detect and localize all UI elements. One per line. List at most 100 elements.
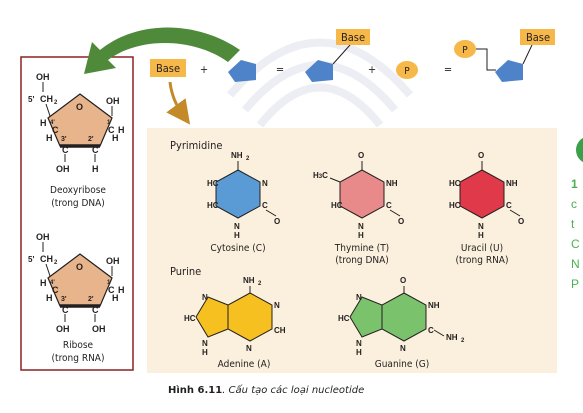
- glycosidic-bond-2: [522, 44, 533, 65]
- plus-sign-2: +: [368, 63, 376, 76]
- svg-text:2: 2: [461, 338, 465, 344]
- deoxyribose-sub: (trong DNA): [51, 198, 105, 209]
- svg-text:2': 2': [88, 136, 94, 143]
- svg-text:OH: OH: [56, 324, 70, 334]
- uracil-sub: (trong RNA): [456, 255, 509, 266]
- svg-text:N: N: [246, 344, 252, 353]
- svg-text:N: N: [478, 222, 484, 231]
- svg-text:O: O: [76, 262, 83, 272]
- watermark: [226, 38, 414, 128]
- side-letter-2: c: [571, 197, 577, 211]
- base-label-left: Base: [156, 62, 180, 75]
- glycosidic-bond: [332, 44, 351, 65]
- phosphate-label: P: [404, 66, 410, 77]
- svg-text:HC: HC: [184, 314, 196, 323]
- thymine-sub: (trong DNA): [335, 255, 389, 266]
- deoxyribose-name: Deoxyribose: [50, 185, 106, 196]
- svg-text:N: N: [202, 293, 208, 302]
- svg-text:O: O: [478, 151, 484, 160]
- svg-text:N: N: [274, 301, 280, 310]
- svg-text:OH: OH: [106, 256, 120, 266]
- svg-text:HC: HC: [449, 179, 461, 188]
- equals-sign-2: =: [444, 63, 452, 76]
- svg-text:5': 5': [28, 255, 34, 264]
- svg-text:H: H: [46, 133, 53, 143]
- svg-text:C: C: [262, 201, 268, 210]
- cytosine-ring: [215, 169, 261, 219]
- phosphate-circle-2: [454, 40, 476, 58]
- adenine-name: Adenine (A): [218, 359, 271, 370]
- svg-text:H: H: [112, 293, 119, 303]
- phosphate-label-2: P: [462, 45, 468, 56]
- svg-text:C: C: [386, 201, 392, 210]
- caption-text: . Cấu tạo các loại nucleotide: [222, 385, 365, 396]
- green-arrow: [84, 27, 240, 74]
- svg-text:OH: OH: [56, 164, 70, 174]
- svg-text:N: N: [262, 179, 268, 188]
- svg-text:H: H: [118, 125, 125, 135]
- svg-text:N: N: [356, 339, 362, 348]
- svg-text:C: C: [92, 145, 99, 155]
- caption-number: Hình 6.11: [168, 385, 223, 396]
- side-letter-5: N: [571, 257, 580, 271]
- guanine-ring-5: [349, 296, 383, 338]
- svg-text:C: C: [52, 285, 59, 295]
- svg-text:C: C: [108, 125, 115, 135]
- svg-text:N: N: [400, 344, 406, 353]
- base-label-right: Base: [526, 31, 550, 44]
- ribose-name: Ribose: [63, 340, 94, 351]
- svg-text:H: H: [202, 348, 208, 357]
- side-letter-4: C: [571, 237, 580, 251]
- svg-text:2: 2: [54, 260, 58, 266]
- svg-text:4': 4': [50, 120, 55, 126]
- svg-text:2: 2: [258, 281, 262, 287]
- purine-label: Purine: [170, 265, 201, 278]
- svg-text:H: H: [478, 231, 484, 240]
- deoxyribose-structure: OH 5' CH 2 O OH H 4' C 1' C H H 3' 2' H …: [28, 72, 125, 209]
- svg-text:CH: CH: [274, 326, 286, 335]
- side-text-column: 1 c t C N P: [571, 174, 583, 294]
- svg-text:5': 5': [28, 95, 34, 104]
- adenine-ring-5: [195, 296, 229, 338]
- svg-text:H: H: [358, 231, 364, 240]
- svg-text:4': 4': [50, 280, 55, 286]
- svg-text:NH: NH: [231, 151, 243, 160]
- svg-text:N: N: [356, 293, 362, 302]
- svg-text:NH: NH: [446, 333, 458, 342]
- uracil-name: Uracil (U): [461, 243, 503, 254]
- figure-caption: Hình 6.11. Cấu tạo các loại nucleotide: [168, 385, 468, 396]
- ribose-sub: (trong RNA): [52, 353, 105, 364]
- thymine-name: Thymine (T): [334, 243, 389, 254]
- svg-text:3': 3': [61, 136, 67, 143]
- svg-text:H: H: [40, 278, 47, 288]
- svg-text:N: N: [358, 222, 364, 231]
- side-letter-1: 1: [571, 177, 578, 191]
- svg-text:C: C: [62, 305, 69, 315]
- svg-text:N: N: [202, 339, 208, 348]
- base-label-mid: Base: [341, 31, 365, 44]
- svg-text:O: O: [518, 217, 524, 226]
- side-marker: [576, 137, 583, 163]
- svg-text:H: H: [46, 293, 53, 303]
- sugar-pentagon-1: [228, 60, 256, 82]
- svg-text:HC: HC: [207, 179, 219, 188]
- uracil-structure: O HC NH HC C O N H Uracil (U) (trong RNA…: [449, 151, 524, 266]
- svg-text:O: O: [76, 102, 83, 112]
- svg-text:3': 3': [61, 296, 67, 303]
- side-letter-6: P: [571, 277, 580, 291]
- svg-text:H: H: [40, 118, 47, 128]
- sugar-pentagon-3: [495, 60, 523, 82]
- svg-text:HC: HC: [207, 201, 219, 210]
- plus-sign-1: +: [200, 63, 208, 76]
- svg-text:2: 2: [54, 100, 58, 106]
- svg-text:OH: OH: [36, 232, 50, 242]
- svg-text:C: C: [428, 326, 434, 335]
- svg-text:1': 1': [107, 120, 112, 126]
- svg-text:H: H: [118, 285, 125, 295]
- base-box-mid: [336, 29, 370, 45]
- ribose-ring: [47, 253, 113, 307]
- base-to-panel-arrow: [166, 81, 191, 125]
